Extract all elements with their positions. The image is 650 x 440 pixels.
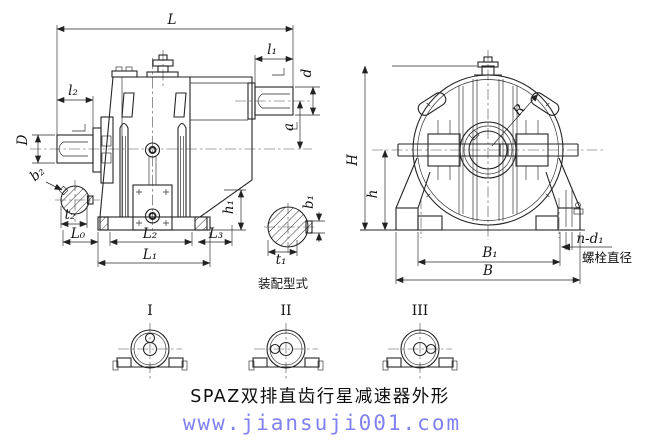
base-hatch-right [194,216,208,231]
end-view: H h R B₁ B n-d₁ 螺栓直径 [345,50,632,284]
side-view-dimensions [32,25,325,267]
oil-filler-cap [111,66,138,78]
side-view: L l₁ l₂ D d a b₂ t₂ L₀ L₂ L₃ L₁ h₁ b₁ t₁… [15,12,325,291]
type1-input-bore [144,332,156,344]
dim-label-L3: L₃ [208,226,223,242]
support-legs [360,157,585,231]
dim-label-L0: L₀ [70,226,86,242]
output-shaft [247,82,294,120]
dim-label-h1: h₁ [221,200,237,214]
dim-label-L2: L₂ [142,226,157,242]
dim-label-l1: l₁ [267,42,277,58]
assembly-type-2-label: II [280,303,291,319]
end-view-centerlines [372,50,604,240]
output-key-section [264,203,316,253]
assembly-type-3: III [382,303,458,380]
dim-label-L1: L₁ [142,247,157,263]
end-view-dimensions [361,65,612,284]
dim-label-B1: B₁ [481,245,497,261]
flange-band [397,143,579,157]
dim-label-t2: t₂ [65,207,76,223]
dim-label-B: B [482,263,493,279]
face-bolt-lower [144,208,161,224]
type3-input-bore [425,343,437,355]
type2-input-bore [269,343,281,355]
assembly-type-1: I [112,303,188,380]
end-view-top-cap [474,56,502,76]
center-bolt-plate [132,142,173,231]
base-hatch-left [99,216,109,231]
bolt-diameter-caption: 螺栓直径 [582,250,632,265]
dim-label-a: a [281,123,297,131]
rim-segment-ticks [426,102,550,198]
drawing-title: SPAZ双排直齿行星减速器外形 [190,387,450,407]
input-shaft [56,116,114,184]
dim-label-b1: b₁ [301,195,317,209]
assembly-type-2: II [248,303,324,380]
assembly-type-figures: I II III [112,303,458,380]
watermark-url: www.jiansuji001.com [183,411,461,435]
assembly-type-3-label: III [412,303,429,319]
dim-label-t1: t₁ [276,252,287,268]
bore-keyway [468,129,480,141]
breather-cap [146,54,179,78]
dim-label-d: d [299,68,315,77]
radius-leader [491,93,539,147]
housing-rim-inner [417,79,559,221]
assembly-type-1-label: I [147,303,153,319]
foot-channels [119,122,187,217]
assembly-caption: 装配型式 [258,276,309,291]
dim-label-l2: l₂ [68,83,78,99]
dim-label-b2: b₂ [27,163,48,184]
hub-key [499,143,509,157]
face-slots [121,92,187,118]
dim-label-H: H [345,154,361,167]
dim-label-L: L [167,12,177,28]
input-key-section [45,180,100,222]
internal-ribs [458,79,518,221]
dim-label-nd1: n-d₁ [576,231,603,247]
face-bolt-upper [144,142,161,158]
dim-label-R: R [509,101,528,120]
hub [459,121,517,179]
dim-label-h: h [365,190,381,199]
dim-label-D: D [15,134,31,146]
